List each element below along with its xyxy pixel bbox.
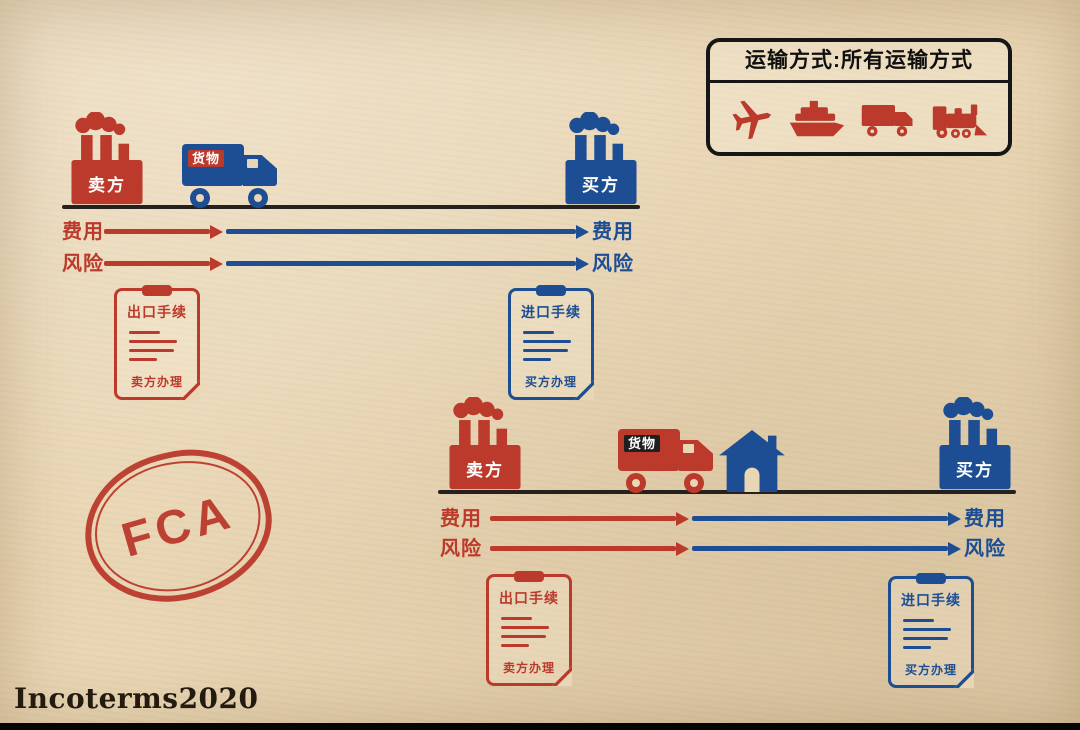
risk-arrow-buyer-bottom xyxy=(692,546,948,551)
truck-icon xyxy=(860,98,916,140)
document-title: 进口手续 xyxy=(901,592,961,608)
truck-wheel xyxy=(684,473,704,493)
transport-mode-title: 运输方式:所有运输方式 xyxy=(710,42,1008,83)
document-handler: 卖方办理 xyxy=(502,661,555,675)
cost-arrow-buyer-top xyxy=(226,229,576,234)
carrier-truck-top: 货物 xyxy=(182,144,282,208)
truck-window xyxy=(247,159,258,168)
ground-line-top xyxy=(62,205,640,209)
risk-label-right-bottom: 风险 xyxy=(964,538,1006,560)
ship-icon xyxy=(788,98,846,140)
carrier-warehouse-house xyxy=(718,430,786,492)
document-handler: 买方办理 xyxy=(904,663,957,677)
truck-wheel xyxy=(248,188,268,208)
risk-arrow-seller-top xyxy=(104,261,210,266)
document-handler: 卖方办理 xyxy=(130,375,183,389)
stamp-label: FCA xyxy=(116,484,240,568)
document-title: 出口手续 xyxy=(499,590,559,606)
transport-mode-icons xyxy=(710,83,1008,155)
fca-stamp: FCA xyxy=(68,431,288,621)
document-handler: 买方办理 xyxy=(524,375,577,389)
seller-factory-top: 卖方 xyxy=(68,112,146,208)
document-text-lines xyxy=(903,619,959,649)
document-clip xyxy=(514,571,544,582)
plane-icon xyxy=(729,97,773,141)
risk-arrow-buyer-top xyxy=(226,261,576,266)
transport-mode-box: 运输方式:所有运输方式 xyxy=(706,38,1012,156)
seller-factory-label: 卖方 xyxy=(466,461,504,480)
truck-wheel xyxy=(626,473,646,493)
carrier-truck-bottom: 货物 xyxy=(618,429,718,493)
cost-label-left-bottom: 费用 xyxy=(440,508,482,530)
document-clip xyxy=(142,285,172,296)
goods-label: 货物 xyxy=(188,150,225,167)
buyer-factory-top: 买方 xyxy=(562,112,640,208)
bottom-border xyxy=(0,723,1080,730)
cost-label-right-bottom: 费用 xyxy=(964,508,1006,530)
document-text-lines xyxy=(501,617,557,647)
seller-factory-label: 卖方 xyxy=(88,176,126,195)
risk-label-left-top: 风险 xyxy=(62,253,104,275)
cost-label-right-top: 费用 xyxy=(592,221,634,243)
document-text-lines xyxy=(129,331,185,361)
truck-window xyxy=(683,444,694,453)
import-document-top: 进口手续 买方办理 xyxy=(508,285,594,400)
buyer-factory-bottom: 买方 xyxy=(936,397,1014,493)
document-title: 出口手续 xyxy=(127,304,187,320)
risk-arrow-seller-bottom xyxy=(490,546,676,551)
cost-arrow-seller-top xyxy=(104,229,210,234)
export-document-bottom: 出口手续 卖方办理 xyxy=(486,571,572,686)
buyer-factory-label: 买方 xyxy=(582,176,620,195)
truck-wheel xyxy=(190,188,210,208)
document-clip xyxy=(916,573,946,584)
train-icon xyxy=(931,98,989,140)
cost-arrow-buyer-bottom xyxy=(692,516,948,521)
cost-arrow-seller-bottom xyxy=(490,516,676,521)
document-text-lines xyxy=(523,331,579,361)
document-title: 进口手续 xyxy=(521,304,581,320)
risk-label-right-top: 风险 xyxy=(592,253,634,275)
risk-label-left-bottom: 风险 xyxy=(440,538,482,560)
ground-line-bottom xyxy=(438,490,1016,494)
seller-factory-bottom: 卖方 xyxy=(446,397,524,493)
goods-label: 货物 xyxy=(624,435,661,452)
cost-label-left-top: 费用 xyxy=(62,221,104,243)
buyer-factory-label: 买方 xyxy=(956,461,994,480)
export-document-top: 出口手续 卖方办理 xyxy=(114,285,200,400)
document-clip xyxy=(536,285,566,296)
incoterms-watermark: Incoterms2020 xyxy=(14,682,259,715)
import-document-bottom: 进口手续 买方办理 xyxy=(888,573,974,688)
